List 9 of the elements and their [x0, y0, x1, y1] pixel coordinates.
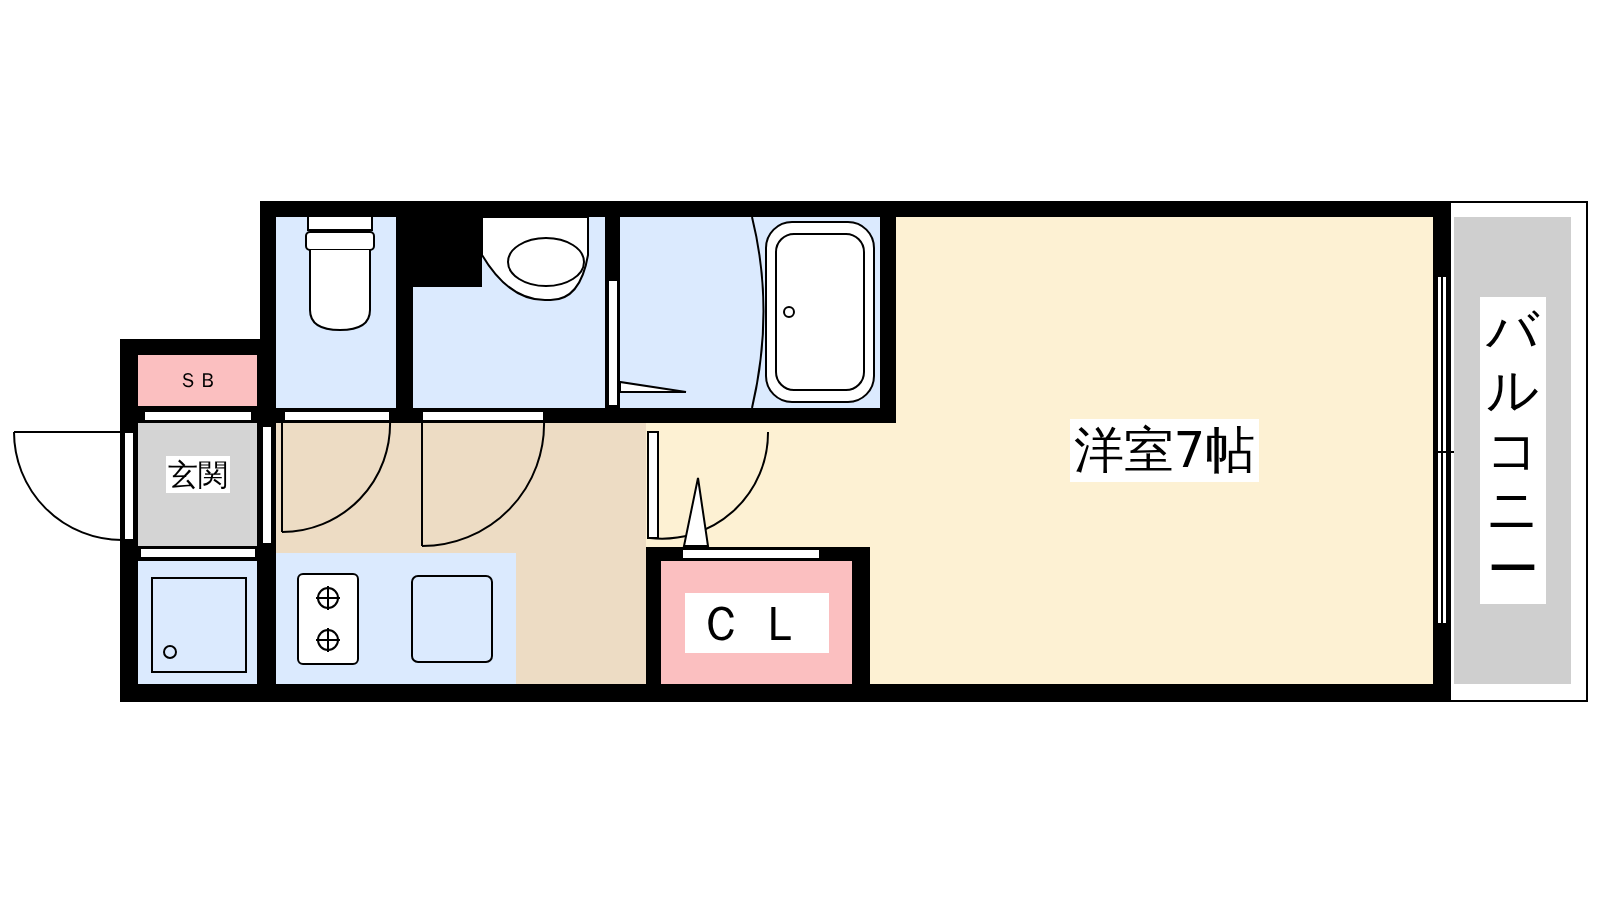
western-room	[896, 217, 1433, 684]
balcony	[1454, 217, 1571, 684]
room-label: 玄関	[165, 455, 230, 494]
room-label: 洋室7帖	[1069, 419, 1260, 482]
entrance-area	[138, 423, 257, 546]
room-label: ＣＬ	[684, 592, 829, 653]
room-label: バルコニー	[1479, 297, 1546, 604]
storage-room	[138, 355, 257, 406]
closet	[661, 561, 852, 684]
